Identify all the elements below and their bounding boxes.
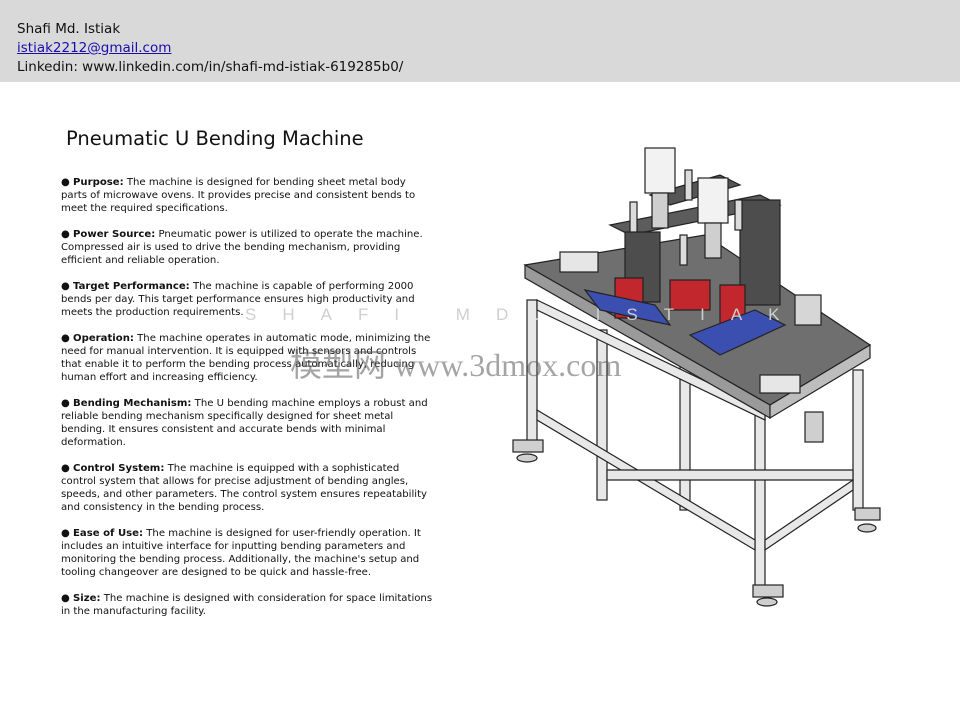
bullet-item: ● Control System: The machine is equippe…	[61, 462, 433, 514]
bullet-text: The machine is capable of performing 200…	[61, 281, 415, 318]
bullet-text: The machine is designed for user-friendl…	[61, 528, 421, 578]
bullet-label: Size:	[73, 593, 101, 604]
header-bar: Shafi Md. Istiak istiak2212@gmail.com Li…	[0, 0, 960, 82]
bullet-label: Power Source:	[73, 229, 156, 240]
bullet-icon: ●	[61, 528, 70, 539]
bullet-icon: ●	[61, 177, 70, 188]
email-link[interactable]: istiak2212@gmail.com	[17, 40, 172, 56]
bullet-icon: ●	[61, 398, 70, 409]
watermark-site: 模型网 www.3dmox.com	[290, 347, 622, 383]
bullet-icon: ●	[61, 281, 70, 292]
machine-illustration	[512, 147, 881, 607]
bullet-text: The U bending machine employs a robust a…	[61, 398, 428, 448]
bullet-text: The machine is designed with considerati…	[61, 593, 433, 617]
bullet-label: Purpose:	[73, 177, 124, 188]
page-title: Pneumatic U Bending Machine	[66, 127, 364, 150]
bullet-label: Ease of Use:	[73, 528, 144, 539]
bullet-text: The machine operates in automatic mode, …	[61, 333, 431, 383]
bullet-item: ● Ease of Use: The machine is designed f…	[61, 527, 433, 579]
bullet-text: Pneumatic power is utilized to operate t…	[61, 229, 423, 266]
bullet-icon: ●	[61, 229, 70, 240]
watermark-letters: SHAFI MD. ISTIAK	[245, 305, 806, 324]
bullet-list: ● Purpose: The machine is designed for b…	[61, 176, 433, 631]
linkedin-text: Linkedin: www.linkedin.com/in/shafi-md-i…	[17, 59, 404, 75]
bullet-item: ● Target Performance: The machine is cap…	[61, 280, 433, 319]
bullet-label: Operation:	[73, 333, 134, 344]
bullet-item: ● Purpose: The machine is designed for b…	[61, 176, 433, 215]
bullet-icon: ●	[61, 593, 70, 604]
bullet-text: The machine is equipped with a sophistic…	[61, 463, 428, 513]
bullet-item: ● Operation: The machine operates in aut…	[61, 332, 433, 384]
bullet-icon: ●	[61, 333, 70, 344]
bullet-label: Target Performance:	[73, 281, 190, 292]
bullet-label: Control System:	[73, 463, 165, 474]
bullet-item: ● Bending Mechanism: The U bending machi…	[61, 397, 433, 449]
bullet-item: ● Power Source: Pneumatic power is utili…	[61, 228, 433, 267]
bullet-text: The machine is designed for bending shee…	[61, 177, 416, 214]
bullet-icon: ●	[61, 463, 70, 474]
author-name: Shafi Md. Istiak	[17, 21, 121, 37]
bullet-item: ● Size: The machine is designed with con…	[61, 592, 433, 618]
bullet-label: Bending Mechanism:	[73, 398, 192, 409]
